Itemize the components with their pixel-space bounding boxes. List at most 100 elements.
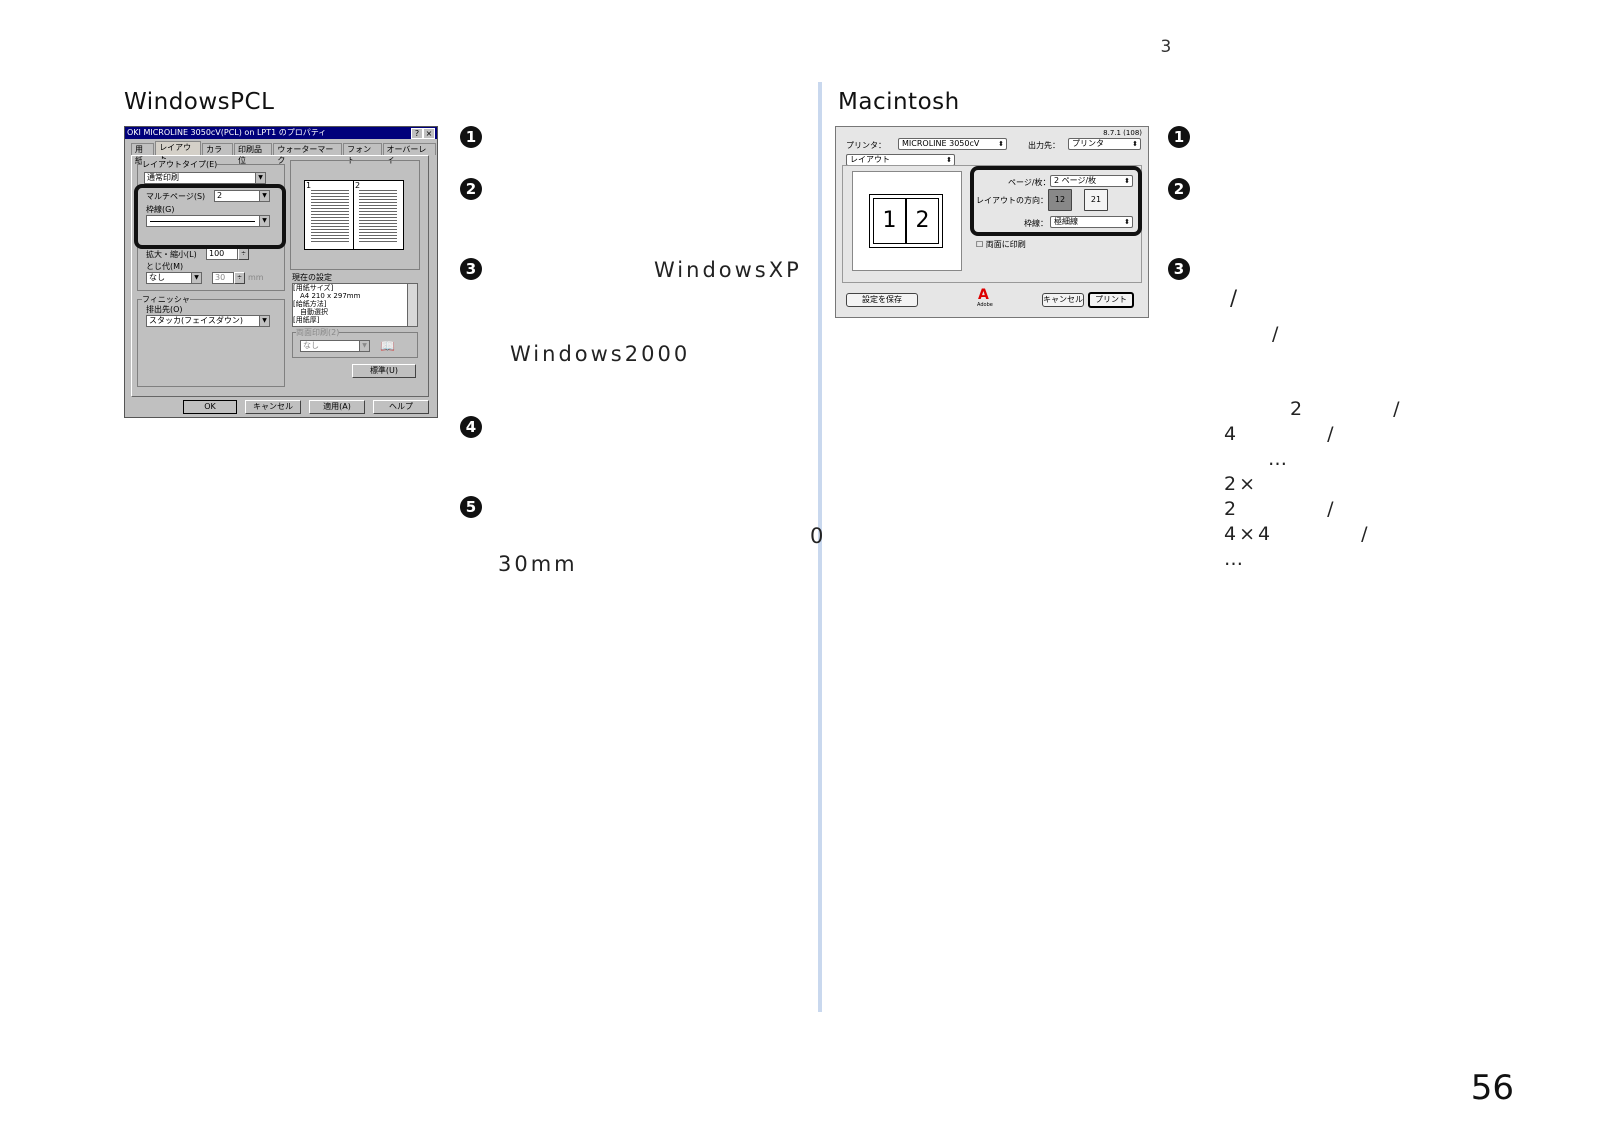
step-text: /: [1206, 286, 1577, 310]
tab-overlay[interactable]: オーバーレイ: [382, 143, 436, 165]
step-text: [1194, 204, 1554, 232]
apply-button[interactable]: 適用(A): [309, 400, 365, 414]
mac-cancel-button[interactable]: キャンセル: [1042, 293, 1084, 307]
highlight-box-windows: [134, 184, 286, 249]
layout-type-value: 通常印刷: [147, 173, 179, 182]
multipage-value: 2: [217, 191, 223, 200]
note-line: … 2×: [1224, 448, 1533, 495]
chevron-down-icon: ▼: [259, 216, 269, 226]
help-icon[interactable]: ?: [411, 128, 423, 139]
duplex-label: 両面印刷(2): [296, 327, 340, 338]
layout-type-select[interactable]: 通常印刷▼: [144, 172, 266, 184]
finisher-group: [137, 299, 285, 387]
tab-bar: 用紙 レイアウト カラー 印刷品位 ウォーターマーク フォント オーバーレイ: [131, 141, 437, 165]
mac-notes: / 2 / 4 / … 2× 2 / 4×4 / …: [1206, 322, 1533, 647]
preview-sheet: 1 2: [869, 194, 943, 248]
cancel-button[interactable]: キャンセル: [245, 400, 301, 414]
duplex-group: [292, 332, 418, 358]
border-line-sample: [150, 221, 255, 222]
tab-quality[interactable]: 印刷品位: [233, 143, 273, 165]
note-line: 2 / 4 /: [1224, 398, 1469, 445]
tab-watermark[interactable]: ウォーターマーク: [273, 143, 343, 165]
tab-layout[interactable]: レイアウト: [155, 141, 202, 163]
note-body: 2 / 4 / … 2× 2 / 4×4 / …: [1206, 347, 1533, 572]
duplex-checkbox[interactable]: ☐ 両面に印刷: [976, 240, 1026, 249]
panel-value: レイアウト: [850, 155, 890, 164]
chevron-down-icon: ▼: [259, 316, 269, 326]
step-number: 2: [1168, 178, 1190, 200]
note-heading: [1206, 572, 1526, 597]
section-title-windows: WindowsPCL: [124, 89, 463, 115]
pages-per-sheet-popup[interactable]: 2 ページ/枚⬍: [1050, 175, 1133, 187]
tab-color[interactable]: カラー: [202, 143, 233, 165]
close-icon[interactable]: ×: [423, 128, 435, 139]
multipage-label: マルチページ(S): [146, 192, 206, 201]
output-select[interactable]: スタッカ(フェイスダウン) ▼: [146, 315, 270, 327]
note-heading: /: [1206, 323, 1304, 345]
dialog-titlebar: OKI MICROLINE 3050cV(PCL) on LPT1 のプロパティ: [125, 127, 437, 139]
default-button[interactable]: 標準(U): [352, 364, 416, 378]
driver-version: 8.7.1 (108): [1103, 129, 1142, 137]
destination-popup[interactable]: プリンタ⬍: [1068, 138, 1141, 150]
tab-paper[interactable]: 用紙: [131, 143, 155, 165]
margin-unit: mm: [248, 273, 264, 282]
windows-properties-dialog: OKI MICROLINE 3050cV(PCL) on LPT1 のプロパティ…: [124, 126, 438, 418]
border-label: 枠線(G): [146, 205, 175, 214]
step-2: 2: [1168, 176, 1554, 232]
chapter-header: 3: [1160, 37, 1510, 57]
mac-border-value: 極細線: [1054, 217, 1078, 226]
current-line: 自動選択: [293, 308, 328, 316]
layout-direction-label: レイアウトの方向：: [976, 196, 1048, 205]
note-line: 2 / 4×4 /: [1224, 498, 1415, 545]
mac-layout-preview: 1 2: [852, 171, 962, 271]
finisher-label: フィニッシャ: [142, 294, 190, 305]
step-text: [486, 312, 858, 340]
popup-arrows-icon: ⬍: [946, 156, 952, 164]
margin-value: なし: [149, 273, 165, 282]
border-select[interactable]: ▼: [146, 215, 270, 227]
pages-per-sheet-label: ページ/枚：: [1008, 178, 1051, 187]
note-line: [1224, 597, 1526, 622]
step-5: 5 0 30mm: [460, 494, 846, 578]
step-text: WindowsXP: [486, 258, 826, 282]
save-settings-button[interactable]: 設定を保存: [846, 293, 918, 307]
step-3: 3 /: [1168, 256, 1576, 312]
popup-arrows-icon: ⬍: [998, 140, 1004, 148]
ok-button[interactable]: OK: [183, 400, 237, 414]
step-text: Windows2000: [486, 342, 859, 366]
note-line: [1224, 347, 1526, 372]
tab-font[interactable]: フォント: [343, 143, 382, 165]
printer-popup[interactable]: MICROLINE 3050cV⬍: [898, 138, 1007, 150]
preview-page-1-num: 1: [306, 181, 312, 190]
step-number: 3: [460, 258, 482, 280]
section-title-macintosh: Macintosh: [838, 89, 1148, 115]
column-divider: [818, 82, 822, 1012]
mac-border-popup[interactable]: 極細線 ⬍: [1050, 216, 1133, 228]
print-button[interactable]: プリント: [1088, 292, 1134, 308]
destination-value: プリンタ: [1072, 139, 1104, 148]
margin-spinner[interactable]: ÷: [234, 272, 245, 284]
step-text: [486, 494, 846, 522]
zoom-input[interactable]: 100: [206, 248, 238, 260]
multipage-select[interactable]: 2▼: [214, 190, 270, 202]
adobe-logo-icon: A: [978, 287, 989, 303]
step-text: [1194, 256, 1576, 284]
scrollbar[interactable]: [407, 284, 417, 326]
current-settings-list[interactable]: [用紙サイズ] A4 210 x 297mm [給紙方法] 自動選択 [用紙厚]: [292, 283, 418, 327]
margin-select[interactable]: なし▼: [146, 272, 202, 284]
popup-arrows-icon: ⬍: [1124, 218, 1130, 226]
margin-num-input[interactable]: 30: [212, 272, 234, 284]
direction-option-1[interactable]: 12: [1048, 189, 1072, 211]
step-text: [486, 442, 858, 470]
zoom-spinner[interactable]: ÷: [238, 248, 249, 260]
output-value: スタッカ(フェイスダウン): [149, 316, 244, 325]
direction-option-2[interactable]: 21: [1084, 189, 1108, 211]
preview-page-1: [311, 190, 349, 244]
preview-divider: [353, 181, 354, 249]
preview-page-2: [359, 190, 397, 244]
duplex-select[interactable]: なし▼: [300, 340, 370, 352]
pages-per-sheet-value: 2 ページ/枚: [1054, 176, 1097, 185]
step-text: [486, 414, 858, 442]
note-line: [1224, 622, 1526, 647]
help-button[interactable]: ヘルプ: [373, 400, 429, 414]
